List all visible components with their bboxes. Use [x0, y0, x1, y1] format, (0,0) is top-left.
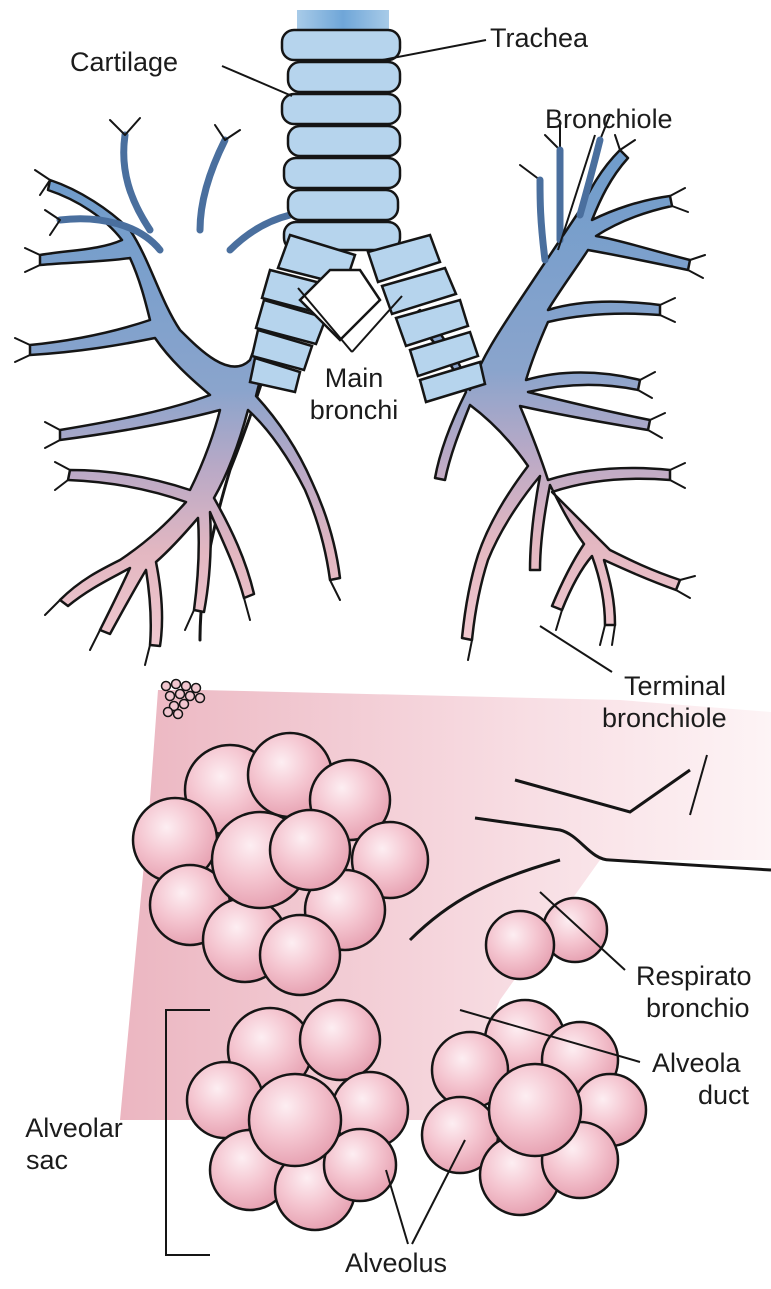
- alveolar-duct-line-1: Alveola: [652, 1047, 749, 1079]
- alveolar-sac-line-1: Alveolar: [18, 1112, 130, 1144]
- alveolar-sac-label: Alveolar sac: [18, 1112, 130, 1176]
- terminal-bronchiole-leader: [540, 626, 612, 672]
- trachea: [250, 10, 485, 402]
- terminal-bronchiole-line-1: Terminal: [602, 670, 727, 702]
- cartilage-label: Cartilage: [70, 46, 178, 78]
- respiratory-bronchiole-line-1: Respirato: [636, 960, 752, 992]
- alveolar-sac-line-2: sac: [18, 1144, 130, 1176]
- main-bronchi-line-1: Main: [304, 362, 404, 394]
- alveolar-duct-label: Alveola duct: [652, 1047, 749, 1111]
- main-bronchi-line-2: bronchi: [304, 394, 404, 426]
- respiratory-bronchiole-line-2: bronchio: [636, 992, 752, 1024]
- alveolus-label: Alveolus: [345, 1247, 447, 1279]
- terminal-bronchiole-line-2: bronchiole: [602, 702, 727, 734]
- bronchiole-label: Bronchiole: [545, 103, 673, 135]
- alveolar-duct-line-2: duct: [652, 1079, 749, 1111]
- respiratory-bronchiole-label: Respirato bronchio: [636, 960, 752, 1024]
- cartilage-leader: [222, 66, 292, 96]
- trachea-label: Trachea: [490, 22, 588, 54]
- main-bronchi-label: Main bronchi: [304, 362, 404, 426]
- alveolus-leader-left: [386, 1170, 408, 1244]
- terminal-bronchiole-label: Terminal bronchiole: [602, 670, 727, 734]
